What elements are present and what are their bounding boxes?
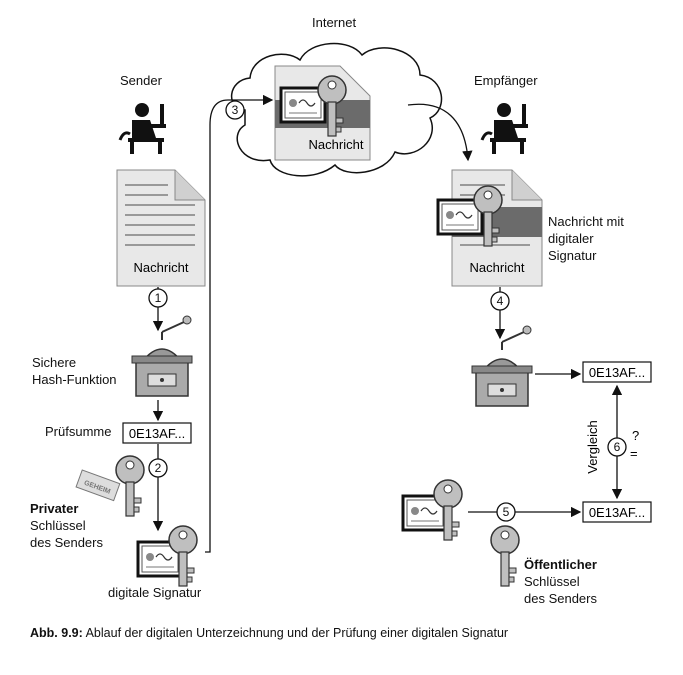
schluessel-priv-label: Schlüssel	[30, 518, 86, 533]
sender-person-icon	[118, 101, 168, 156]
receiver-checksum-bottom-text: 0E13AF...	[589, 505, 645, 520]
receiver-checksum-box-bottom	[582, 501, 652, 523]
internet-document-label: Nachricht	[309, 137, 364, 152]
vergleich-label: Vergleich	[585, 420, 600, 473]
privater-label: Privater	[30, 501, 79, 516]
internet-document-icon	[274, 65, 371, 161]
step-3-marker	[225, 100, 245, 120]
receiver-document-label: Nachricht	[470, 260, 525, 275]
step-2-label: 2	[155, 461, 162, 475]
step-1-marker	[148, 288, 168, 308]
digital-signature-icon	[136, 525, 198, 587]
digitale-signatur-label: digitale Signatur	[108, 585, 202, 600]
receiver-document-icon	[436, 169, 543, 287]
caption-prefix: Abb. 9.9:	[30, 626, 83, 640]
nachricht-mit-label: Nachricht mit	[548, 214, 624, 229]
oeffentlicher-label: Öffentlicher	[524, 557, 597, 572]
step-4-marker	[490, 291, 510, 311]
equals-sign: =	[630, 446, 638, 461]
schluessel-pub-label: Schlüssel	[524, 574, 580, 589]
private-key-icon	[115, 455, 145, 517]
sender-document-label: Nachricht	[134, 260, 189, 275]
step-3-label: 3	[232, 103, 239, 117]
receiver-checksum-top-text: 0E13AF...	[589, 365, 645, 380]
digitaler-label: digitaler	[548, 231, 594, 246]
step-6-marker	[607, 437, 627, 457]
des-senders-pub-label: des Senders	[524, 591, 597, 606]
step-1-label: 1	[155, 291, 162, 305]
receiver-checksum-box-top	[582, 361, 652, 383]
geheim-stamp-icon	[75, 469, 121, 502]
empfaenger-label: Empfänger	[474, 73, 538, 88]
sender-checksum-text: 0E13AF...	[129, 426, 185, 441]
public-key-icon	[490, 525, 520, 587]
caption-text: Ablauf der digitalen Unterzeichnung und …	[85, 626, 509, 640]
hash-funktion-label: Hash-Funktion	[32, 372, 117, 387]
sichere-label: Sichere	[32, 355, 77, 370]
receiver-person-icon	[480, 101, 530, 156]
step-5-marker	[496, 502, 516, 522]
step-5-label: 5	[503, 505, 510, 519]
sender-checksum-box	[122, 422, 192, 444]
des-senders-priv-label: des Senders	[30, 535, 103, 550]
step-6-label: 6	[614, 440, 621, 454]
internet-label: Internet	[312, 15, 357, 30]
sender-hash-grinder-icon	[131, 315, 193, 397]
signatur-label: Signatur	[548, 248, 597, 263]
question-mark: ?	[632, 428, 639, 443]
step-4-label: 4	[497, 294, 504, 308]
figure-caption: Abb. 9.9: Ablauf der digitalen Unterzeic…	[30, 626, 508, 640]
sender-document-icon	[116, 169, 206, 287]
step-2-marker	[148, 458, 168, 478]
pruefsumme-label: Prüfsumme	[45, 424, 112, 439]
receiver-hash-grinder-icon	[471, 325, 533, 407]
sender-label: Sender	[120, 73, 162, 88]
receiver-certificate-icon	[401, 479, 463, 541]
